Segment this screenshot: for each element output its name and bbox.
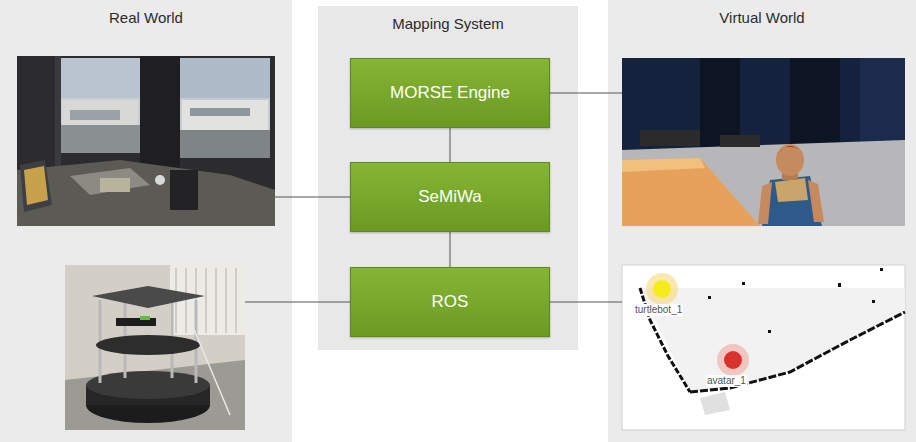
- panel-heading: Mapping System: [318, 6, 578, 32]
- group-panel: Mapping SystemMORSE EngineSeMiWaROS: [318, 6, 578, 350]
- group-panel: Virtual World: [608, 0, 916, 442]
- process-box: ROS: [350, 267, 550, 337]
- box-label: MORSE Engine: [390, 83, 510, 103]
- robot-photo: [65, 265, 245, 430]
- group-panel: Real World: [0, 0, 292, 442]
- virtual-office-screenshot: [622, 58, 905, 226]
- panel-heading: Virtual World: [608, 0, 916, 26]
- avatar-figure: [758, 144, 824, 226]
- process-box: SeMiWa: [350, 162, 550, 232]
- map-label: turtlebot_1: [634, 304, 683, 316]
- connector-line: [450, 232, 451, 267]
- box-label: SeMiWa: [418, 187, 482, 207]
- connector-line: [292, 197, 350, 198]
- connector-line: [550, 302, 608, 303]
- process-box: MORSE Engine: [350, 58, 550, 128]
- occupancy-map: [622, 265, 905, 430]
- box-label: ROS: [432, 292, 469, 312]
- office-photo: [17, 56, 275, 226]
- map-label: avatar_1: [706, 375, 747, 387]
- connector-line: [550, 93, 608, 94]
- connector-line: [450, 128, 451, 162]
- connector-line: [292, 302, 350, 303]
- panel-heading: Real World: [0, 0, 292, 26]
